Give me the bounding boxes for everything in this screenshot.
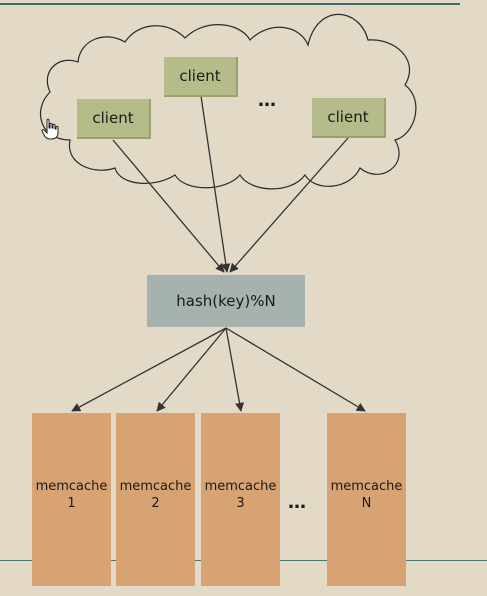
arrow-client1-to-hash [112, 139, 225, 273]
memcache-name: memcache [204, 478, 277, 494]
arrow-hash-to-memcache-2 [156, 327, 227, 412]
memcache-index: N [361, 495, 372, 511]
client-cloud [40, 13, 417, 190]
client-ellipsis: … [258, 90, 278, 111]
memcache-index: 1 [67, 495, 76, 511]
top-rule [0, 3, 460, 5]
memcache-ellipsis: … [288, 492, 308, 513]
client-box-3: client [312, 98, 386, 138]
hash-function-box: hash(key)%N [147, 275, 305, 327]
arrow-client2-to-hash [200, 95, 231, 273]
memcache-box-3: memcache 3 [201, 413, 280, 586]
memcache-box-n: memcache N [327, 413, 406, 586]
hash-label: hash(key)%N [176, 292, 276, 310]
hand-pointer-icon [41, 118, 59, 140]
client-box-1: client [77, 99, 151, 139]
client-label: client [92, 109, 134, 127]
client-box-2: client [164, 57, 238, 97]
memcache-name: memcache [35, 478, 108, 494]
client-label: client [327, 108, 369, 126]
memcache-name: memcache [119, 478, 192, 494]
memcache-name: memcache [330, 478, 403, 494]
memcache-box-2: memcache 2 [116, 413, 195, 586]
memcache-box-1: memcache 1 [32, 413, 111, 586]
arrow-client3-to-hash [229, 137, 349, 273]
arrow-hash-to-memcache-n [225, 327, 366, 412]
arrow-hash-to-memcache-1 [71, 327, 227, 412]
client-label: client [179, 67, 221, 85]
arrow-hash-to-memcache-3 [225, 327, 245, 412]
memcache-index: 2 [151, 495, 160, 511]
memcache-index: 3 [236, 495, 245, 511]
